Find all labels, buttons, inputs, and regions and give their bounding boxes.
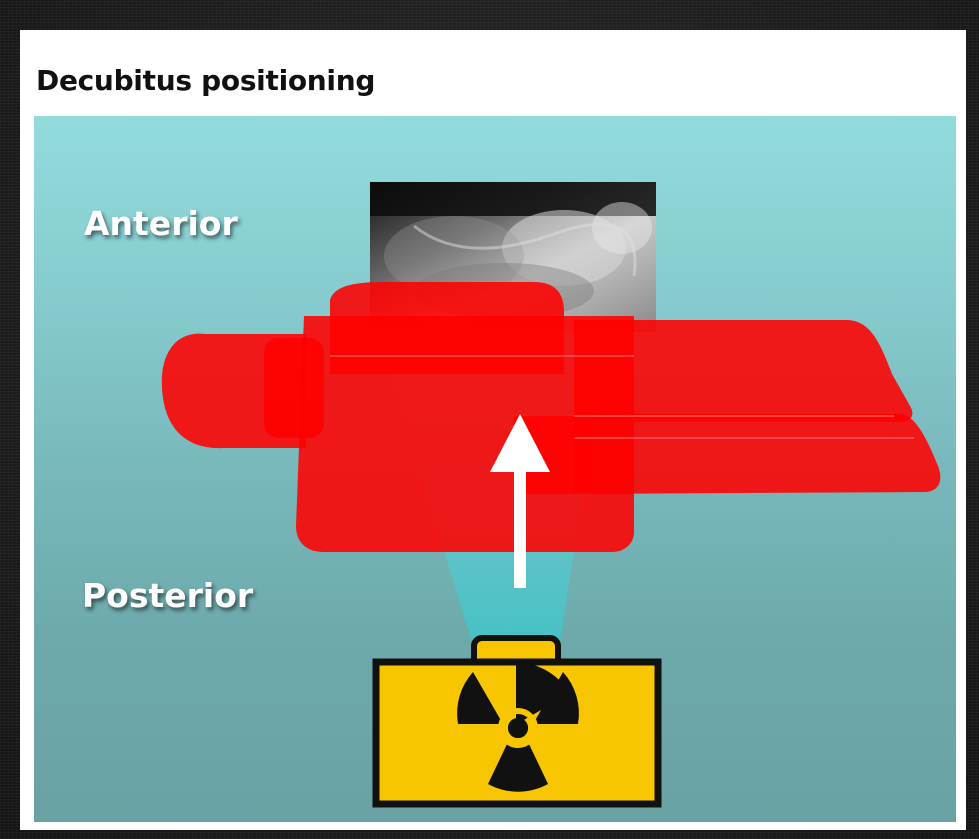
figure-title: Decubitus positioning bbox=[36, 64, 376, 97]
body-edges bbox=[330, 355, 914, 439]
posterior-label: Posterior bbox=[82, 576, 254, 615]
diagram-scene: Anterior Posterior bbox=[34, 116, 956, 822]
radiation-trefoil-icon bbox=[457, 662, 579, 792]
figure-card: Decubitus positioning bbox=[20, 30, 966, 830]
up-arrow-icon bbox=[490, 414, 550, 588]
diagram-svg bbox=[161, 182, 941, 808]
anterior-label: Anterior bbox=[84, 204, 238, 243]
patient-body bbox=[161, 282, 941, 552]
